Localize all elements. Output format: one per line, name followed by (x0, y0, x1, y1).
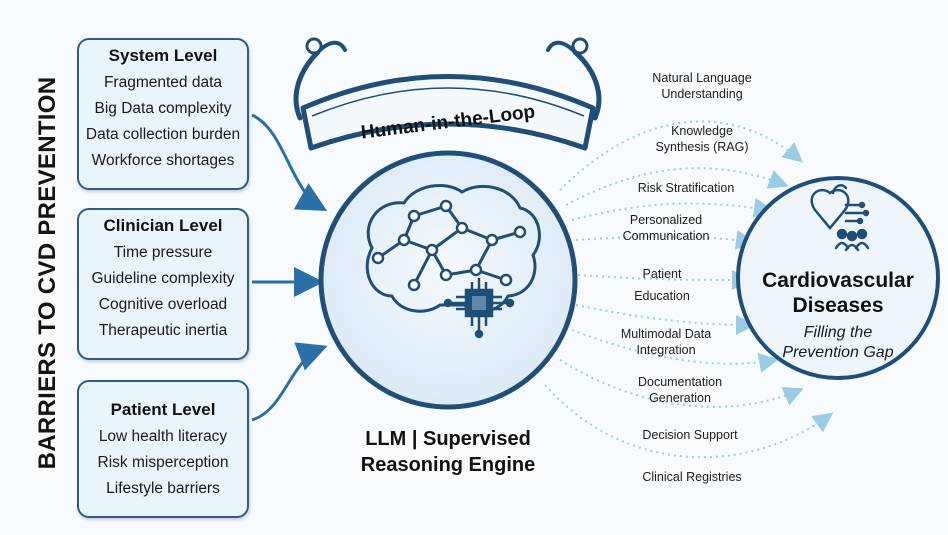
stethoscope-icon (293, 37, 602, 121)
flow-7 (571, 329, 779, 373)
capability-registries: Clinical Registries (642, 469, 741, 485)
capability-line: Patient (642, 267, 682, 281)
target-subtitle: Filling the Prevention Gap (782, 323, 893, 363)
flow-6 (575, 304, 756, 335)
capability-communication: Personalized Communication (623, 212, 710, 244)
heart-people-icon (810, 184, 870, 252)
target-title: Cardiovascular Diseases (762, 268, 914, 318)
capability-documentation: Documentation Generation (638, 374, 722, 406)
barrier-title: Patient Level (110, 400, 216, 419)
capability-line: Multimodal Data (620, 327, 712, 341)
barrier-item: Data collection burden (85, 126, 241, 143)
flow-9 (544, 384, 834, 459)
barrier-item: Low health literacy (98, 428, 228, 445)
capability-line: Synthesis (RAG) (655, 140, 749, 154)
barrier-title: Clinician Level (103, 216, 223, 235)
side-title: BARRIERS TO CVD PREVENTION (34, 76, 61, 470)
target-subtitle-line: Prevention Gap (782, 344, 894, 361)
flow-3 (571, 197, 774, 221)
flow-4 (575, 229, 756, 250)
engine-label: LLM | Supervised Reasoning Engine (361, 426, 535, 478)
capability-line: Natural Language (652, 71, 752, 85)
target-title-line: Cardiovascular (762, 269, 914, 292)
capability-line: Integration (636, 343, 696, 357)
capability-line: Decision Support (642, 428, 738, 442)
barrier-title: System Level (108, 46, 218, 65)
capability-line: Personalized (629, 213, 703, 227)
engine-label-line: LLM | Supervised (365, 428, 531, 450)
target-subtitle-line: Filling the (803, 324, 873, 341)
target-title-line: Diseases (792, 294, 884, 317)
barrier-item: Time pressure (113, 244, 213, 261)
barrier-item: Cognitive overload (98, 296, 228, 313)
arrow-patient (251, 342, 328, 422)
barrier-item: Big Data complexity (94, 100, 232, 117)
capability-line: Communication (622, 229, 710, 243)
microchip-icon (443, 278, 515, 339)
barrier-item: Risk misperception (97, 454, 229, 471)
capability-education: Patient Education (634, 263, 690, 307)
engine-label-line: Reasoning Engine (360, 454, 536, 476)
capability-line: Documentation (637, 375, 723, 389)
barrier-box-system: System Level Fragmented data Big Data co… (77, 38, 249, 190)
capability-line: Knowledge (671, 124, 733, 138)
flow-5 (577, 269, 752, 290)
barrier-item: Workforce shortages (91, 152, 235, 169)
capability-decision: Decision Support (642, 427, 737, 443)
barrier-item: Guideline complexity (91, 270, 235, 287)
capability-line: Risk Stratification (637, 181, 735, 195)
capability-line: Understanding (661, 87, 743, 101)
barrier-box-clinician: Clinician Level Time pressure Guideline … (77, 208, 249, 360)
barrier-box-patient: Patient Level Low health literacy Risk m… (77, 380, 249, 518)
capability-risk: Risk Stratification (638, 180, 735, 196)
flow-8 (559, 359, 804, 408)
capability-nlu: Natural Language Understanding (652, 70, 751, 102)
arrow-system (251, 113, 328, 211)
barrier-item: Therapeutic inertia (98, 322, 228, 339)
barrier-item: Lifestyle barriers (106, 480, 220, 497)
flow-1 (559, 120, 804, 191)
barrier-item: Fragmented data (103, 74, 223, 91)
capability-multimodal: Multimodal Data Integration (621, 326, 711, 358)
target-circle (736, 176, 940, 380)
human-loop-band (300, 74, 596, 151)
capability-line: Education (634, 289, 690, 303)
capability-rag: Knowledge Synthesis (RAG) (655, 123, 748, 155)
capability-line: Clinical Registries (642, 470, 742, 484)
capability-line: Generation (649, 391, 711, 405)
